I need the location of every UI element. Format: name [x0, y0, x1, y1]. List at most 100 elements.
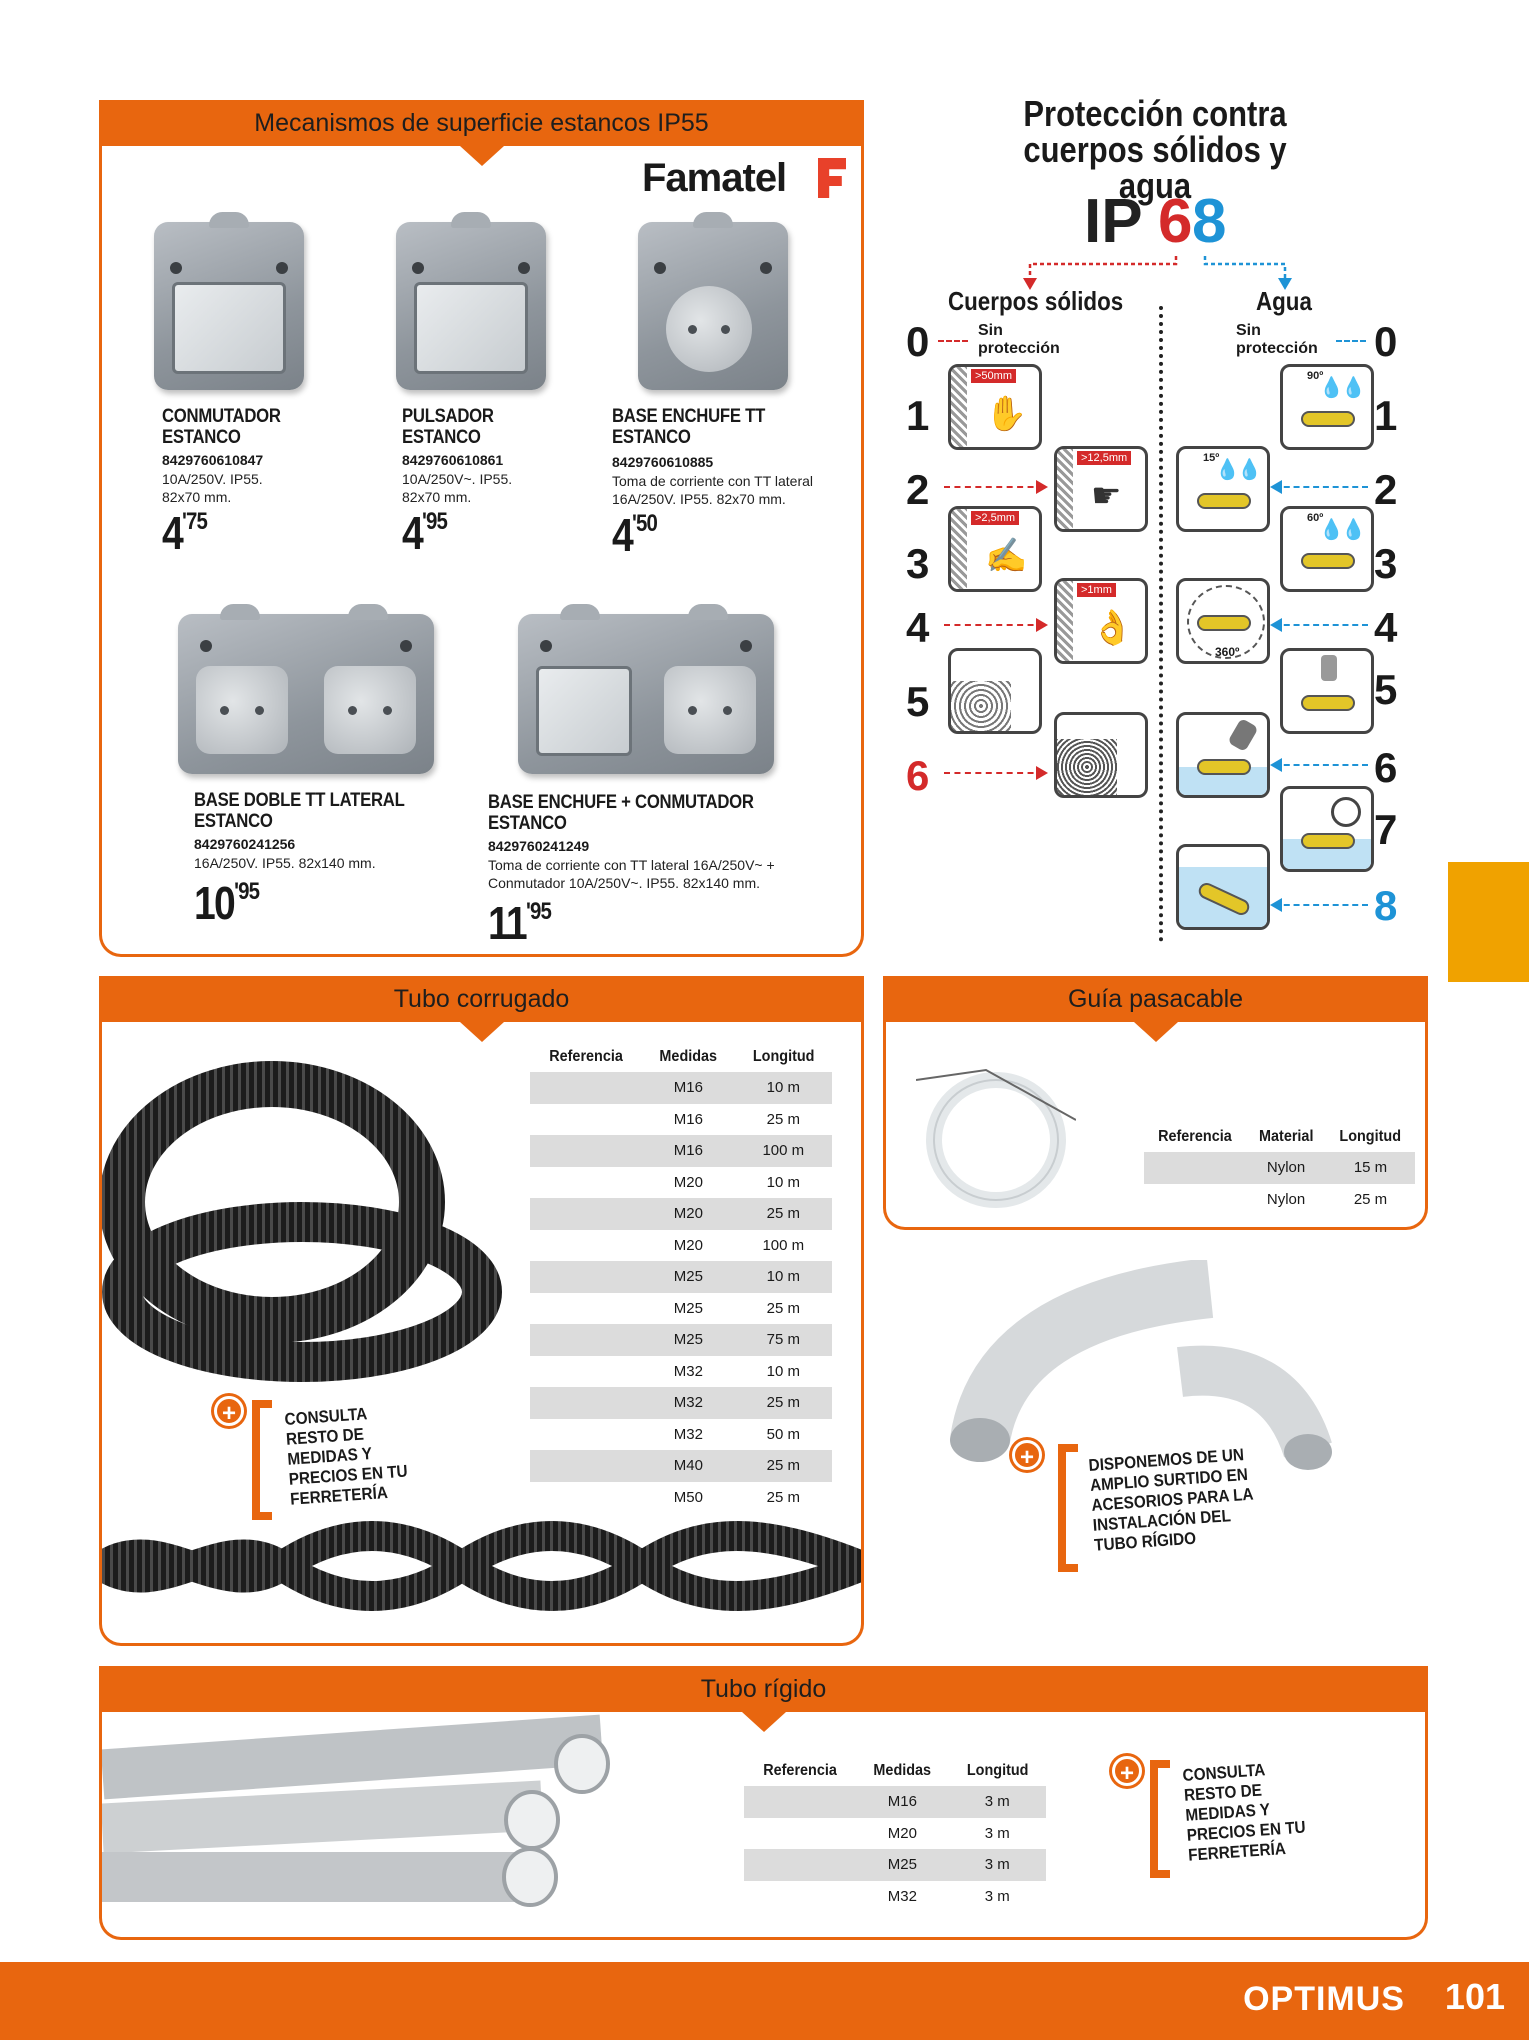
col-medidas: Medidas [873, 1762, 932, 1779]
pasacable-title: Guía pasacable [886, 976, 1425, 1042]
table-cell: 50 m [766, 1425, 800, 1443]
hand-icon: ✋ [985, 395, 1028, 433]
table-cell: M20 [673, 1236, 703, 1254]
accesorios-callout: + DISPONEMOS DE UN AMPLIO SURTIDO EN ACE… [1012, 1440, 1312, 1580]
product-price: 10'95 [194, 876, 260, 930]
table-cell [530, 1482, 642, 1514]
mecanismos-title: Mecanismos de superficie estancos IP55 [102, 100, 861, 166]
product-desc: 10A/250V~. IP55. 82x70 mm. [402, 471, 513, 505]
table-cell: 3 m [984, 1824, 1010, 1842]
solid-level-5: 5 [906, 678, 930, 725]
label-12mm: >12,5mm [1077, 451, 1132, 465]
table-cell [530, 1293, 642, 1325]
table-cell: M20 [673, 1173, 703, 1191]
solid-level-0: 0 [906, 318, 930, 365]
product-desc: 16A/250V. IP55. 82x140 mm. [194, 855, 376, 871]
rigido-title: Tubo rígido [102, 1666, 1425, 1732]
pointing-hand-icon: ☛ [1091, 477, 1122, 515]
water-level-8: 8 [1374, 882, 1398, 929]
torch-icon [1197, 759, 1251, 775]
rigido-panel: Tubo rígido Referencia Medidas Longitud … [99, 1666, 1428, 1940]
table-cell: M25 [673, 1299, 703, 1317]
solid-level-4: 4 [906, 604, 930, 651]
table-cell: M25 [642, 1324, 735, 1356]
table-cell [530, 1356, 642, 1388]
arrow-6 [944, 766, 1048, 780]
torch-icon [1197, 493, 1251, 509]
consulta-text: CONSULTA RESTO DE MEDIDAS Y PRECIOS EN T… [284, 1404, 409, 1509]
water-level-4: 4 [1374, 604, 1398, 651]
solid-card-5 [948, 648, 1042, 734]
product-ref: 8429760610847 [162, 452, 264, 468]
price-dec: '75 [182, 508, 208, 535]
mecanismos-panel: Mecanismos de superficie estancos IP55 F… [99, 100, 864, 957]
pasacable-panel: Guía pasacable Referencia Material Longi… [883, 976, 1428, 1230]
torch-icon [1301, 553, 1355, 569]
tool-hand-icon: ✍ [985, 537, 1028, 575]
arrow-2 [944, 480, 1048, 494]
braided-tube-image [102, 1516, 861, 1616]
clock-icon [1331, 797, 1361, 827]
table-cell [530, 1072, 643, 1104]
famatel-logo: Famatel [642, 156, 852, 206]
product-price: 4'95 [402, 506, 448, 560]
water-card-8 [1176, 844, 1270, 930]
table-cell: M40 [642, 1450, 735, 1482]
table-cell [744, 1818, 856, 1850]
ip-prefix: IP [1084, 187, 1143, 256]
plus-icon: + [1012, 1440, 1042, 1471]
consulta-text: CONSULTA RESTO DE MEDIDAS Y PRECIOS EN T… [1182, 1760, 1307, 1865]
product-name: BASE DOBLE TT LATERAL ESTANCO [194, 790, 405, 832]
label-50mm: >50mm [971, 369, 1016, 383]
ok-hand-icon: 👌 [1091, 609, 1134, 647]
solid-level-2: 2 [906, 466, 930, 513]
water-arrow-6 [1270, 758, 1368, 772]
label-60: 60º [1303, 511, 1328, 525]
ip-digit-water: 8 [1192, 187, 1227, 256]
col-material: Material [1258, 1128, 1314, 1145]
table-cell [530, 1167, 642, 1199]
ip-connector-lines [1023, 256, 1292, 290]
base-enchufe-image [638, 212, 788, 390]
ip-title: Protección contra cuerpos sólidos y agua [1023, 93, 1287, 206]
water-arrow-8 [1270, 898, 1368, 912]
dust-tight-icon [1057, 739, 1117, 795]
solid-card-1: >50mm ✋ [948, 364, 1042, 450]
consulta-callout: + CONSULTA RESTO DE MEDIDAS Y PRECIOS EN… [214, 1396, 454, 1526]
table-cell: 15 m [1326, 1152, 1415, 1184]
bracket-decoration [1058, 1444, 1078, 1572]
table-cell: M32 [673, 1425, 703, 1443]
water-level-0: 0 [1374, 318, 1398, 365]
table-cell [1144, 1184, 1246, 1216]
table-cell: M32 [673, 1362, 703, 1380]
nylon-coil-svg [915, 1068, 1077, 1208]
page-number: 101 [1444, 1976, 1505, 2017]
table-cell: 25 m [734, 1450, 832, 1482]
product-desc: Toma de corriente con TT lateral 16A/250… [488, 857, 775, 891]
page-footer: OPTIMUS 101 [0, 1962, 1529, 2040]
table-cell [530, 1135, 643, 1167]
water-level-2: 2 [1374, 466, 1398, 513]
table-cell: Nylon [1245, 1152, 1327, 1184]
water-card-2: 15º💧💧 [1176, 446, 1270, 532]
table-cell [530, 1419, 642, 1451]
product-ref: 8429760610885 [612, 454, 714, 470]
table-cell [530, 1230, 642, 1262]
col-referencia: Referencia [1158, 1128, 1232, 1145]
base-doble-image [178, 604, 434, 774]
pasacable-image [915, 1060, 1077, 1210]
water-card-4: 360º [1176, 578, 1270, 664]
price-dec: '95 [525, 898, 552, 925]
nozzle-icon [1321, 655, 1337, 681]
corrugated-coil-svg [102, 1061, 502, 1382]
drops-icon: 💧💧 [1319, 377, 1366, 399]
